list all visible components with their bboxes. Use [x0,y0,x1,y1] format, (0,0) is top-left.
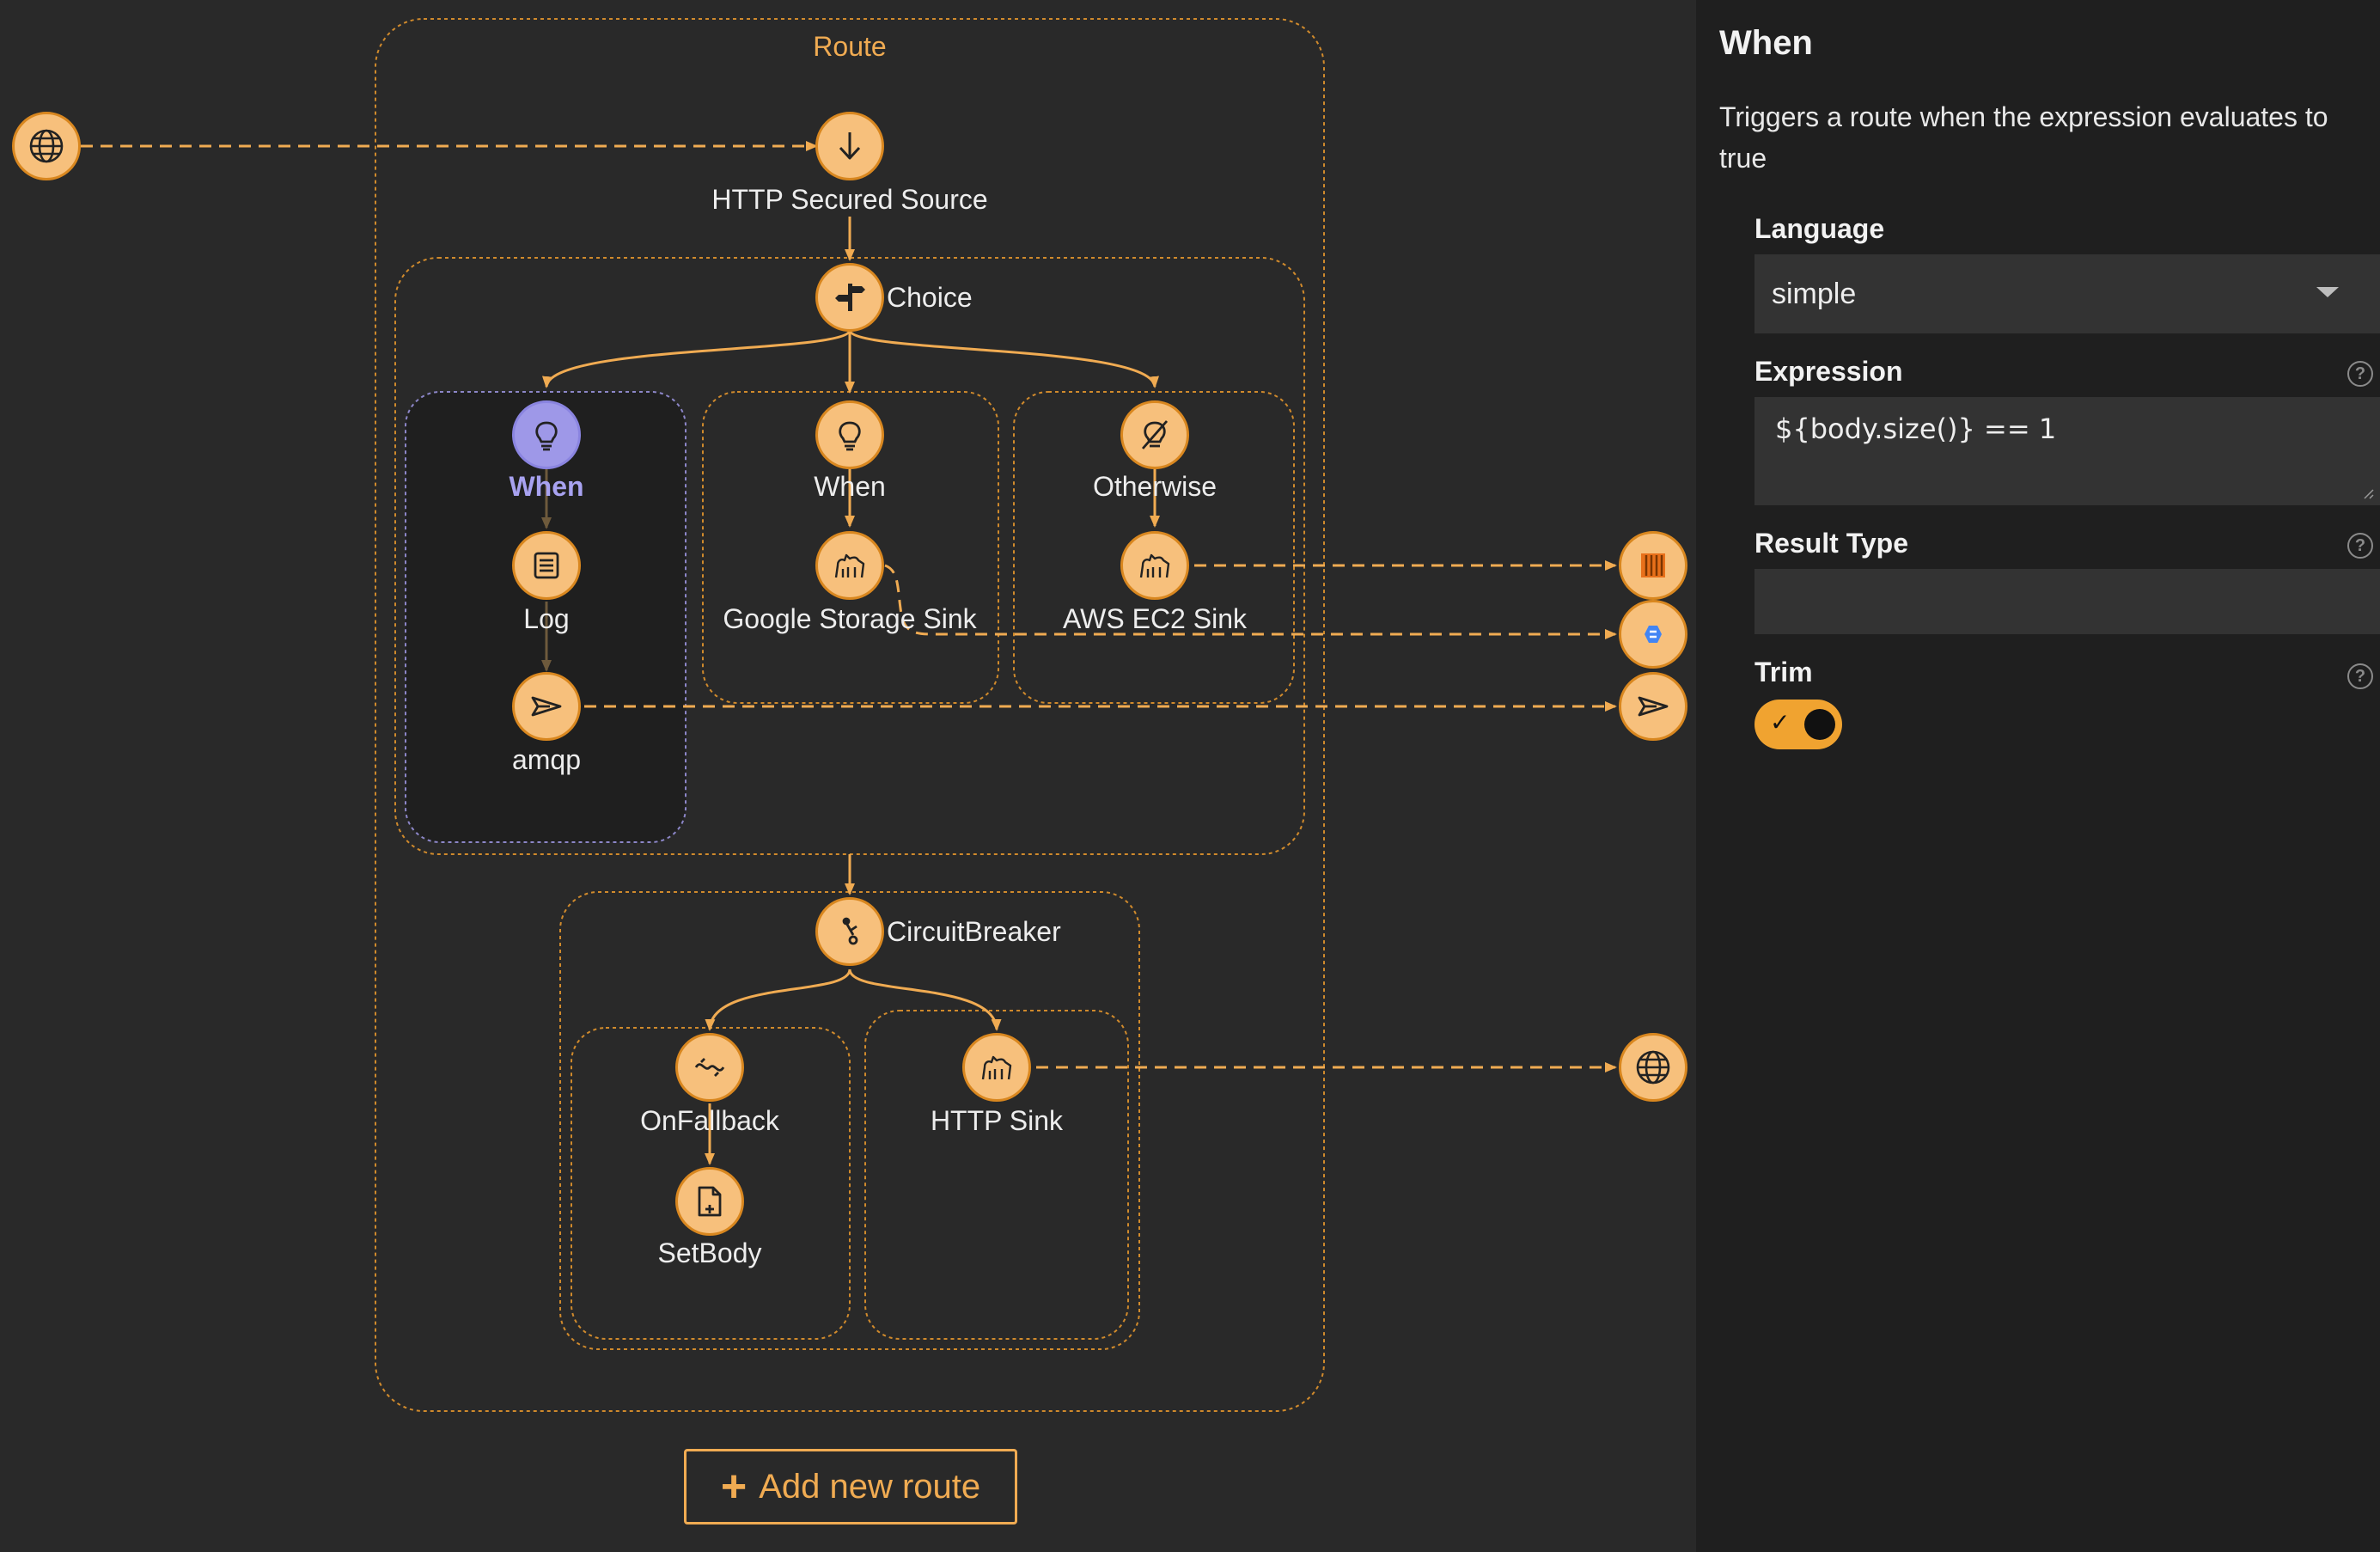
log-label: Log [523,603,570,634]
circuit-breaker-label: CircuitBreaker [887,916,1061,947]
aws-ec2-sink-node[interactable] [1120,531,1189,600]
expression-label: Expression [1754,356,1903,387]
otherwise-label: Otherwise [1092,471,1217,502]
language-value: simple [1772,277,1857,310]
aws-ec2-sink-label: AWS EC2 Sink [1063,603,1247,634]
trim-toggle[interactable]: ✓ [1754,700,1842,749]
setbody-label: SetBody [657,1237,762,1268]
trim-label: Trim [1754,657,1813,687]
properties-panel: When Triggers a route when the expressio… [1696,0,2380,1552]
amqp-node[interactable] [512,672,581,741]
circuit-breaker-node[interactable] [815,897,884,966]
expression-help-icon[interactable]: ? [2347,361,2373,387]
setbody-node[interactable] [675,1167,744,1236]
google-storage-endpoint-icon[interactable] [1619,600,1687,669]
aws-ec2-endpoint-icon[interactable] [1619,531,1687,600]
check-icon: ✓ [1770,709,1791,736]
language-select[interactable]: simple [1754,254,2380,333]
route-canvas[interactable]: Route HTTP Secured Source Choice When Lo… [0,0,1696,1552]
log-node[interactable] [512,531,581,600]
amqp-endpoint-icon[interactable] [1619,672,1687,741]
http-sink-node[interactable] [962,1033,1031,1102]
when-node[interactable] [815,400,884,469]
language-label: Language [1754,213,1885,244]
plus-icon: + [720,1462,748,1512]
choice-node[interactable] [815,263,884,332]
caret-down-icon [2316,287,2339,297]
globe-icon[interactable] [12,112,81,180]
otherwise-container [1013,391,1295,704]
when-label: When [814,471,886,502]
expression-textarea[interactable]: ${body.size()} == 1 [1754,397,2380,505]
panel-description: Triggers a route when the expression eva… [1719,101,2328,174]
http-secured-source-label: HTTP Secured Source [711,184,988,215]
http-endpoint-globe-icon[interactable] [1619,1033,1687,1102]
when-selected-node[interactable] [512,400,581,469]
trim-help-icon[interactable]: ? [2347,663,2373,689]
result-type-input[interactable] [1754,569,2380,634]
onfallback-node[interactable] [675,1033,744,1102]
resize-handle-icon[interactable] [2361,486,2375,500]
result-type-label: Result Type [1754,528,1908,559]
toggle-knob [1804,709,1835,740]
http-secured-source-node[interactable] [815,112,884,180]
onfallback-label: OnFallback [640,1105,779,1136]
google-storage-sink-label: Google Storage Sink [723,603,977,634]
choice-label: Choice [887,282,973,313]
add-new-route-label: Add new route [759,1467,981,1506]
canvas-wires [81,18,1617,1412]
google-storage-sink-node[interactable] [815,531,884,600]
route-title: Route [813,31,887,62]
otherwise-node[interactable] [1120,400,1189,469]
add-new-route-button[interactable]: + Add new route [684,1449,1017,1525]
http-sink-label: HTTP Sink [930,1105,1064,1136]
route-container [375,18,1325,1412]
when-selected-label: When [509,471,584,502]
expression-value: ${body.size()} == 1 [1775,412,2057,445]
panel-title: When [1719,24,1813,62]
http-sink-container [864,1010,1129,1340]
amqp-label: amqp [511,744,582,775]
result-type-help-icon[interactable]: ? [2347,533,2373,559]
